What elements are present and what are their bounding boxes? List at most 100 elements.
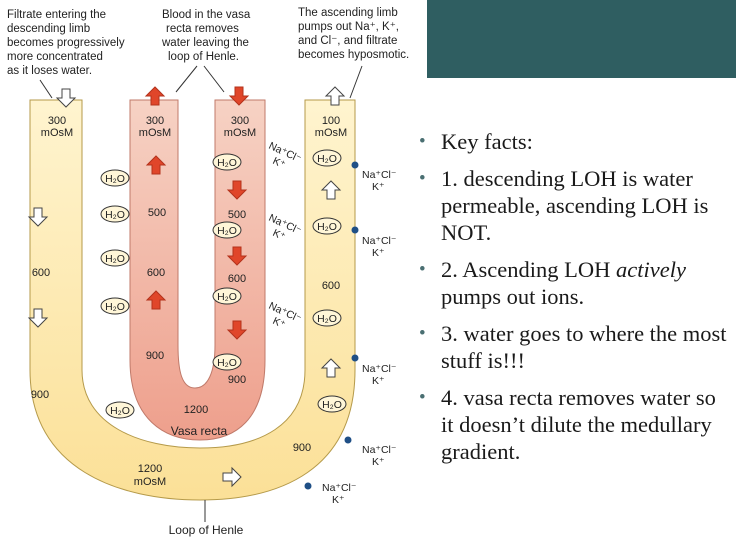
h2o-label: H₂O: [317, 221, 337, 233]
flow-arrow-icon: [145, 290, 167, 310]
ion-pump-label: Na⁺Cl⁻K⁺: [362, 169, 397, 193]
key-fact-item: • 1. descending LOH is water permeable, a…: [417, 165, 732, 246]
h2o-bubble: H₂O: [212, 153, 242, 171]
h2o-bubble: H₂O: [312, 217, 342, 235]
ion-label-k: K⁺: [332, 494, 345, 506]
ion-label-nacl: Na⁺Cl⁻: [362, 363, 397, 375]
accent-corner-block: [427, 0, 736, 78]
osm-top-vasa-in-value: 300: [146, 115, 164, 127]
caption-ascending-line: The ascending limb: [298, 7, 398, 19]
caption-vasa-line: loop of Henle.: [168, 51, 239, 63]
flow-arrows: [27, 86, 346, 488]
ion-label-k: K⁺: [372, 247, 385, 259]
h2o-bubble: H₂O: [212, 221, 242, 239]
caption-ascending-line: becomes hyposmotic.: [298, 49, 409, 61]
ion-pump-dot: [304, 482, 312, 490]
key-fact-text: 1. descending LOH is water permeable, as…: [441, 166, 709, 245]
h2o-label: H₂O: [317, 153, 337, 165]
h2o-label: H₂O: [217, 157, 237, 169]
flow-arrow-icon: [27, 308, 49, 328]
key-fact-item: • 3. water goes to where the most stuff i…: [417, 320, 732, 374]
osm-bottom-value: 1200: [138, 463, 162, 475]
h2o-label: H₂O: [105, 173, 125, 185]
svg-text:Filtrate entering the desc: Filtrate entering the descending limb be…: [7, 9, 128, 77]
bullet-icon: •: [419, 168, 426, 189]
flow-arrow-icon: [320, 358, 342, 378]
ion-pump-dot: [351, 226, 359, 234]
ion-pump-label: Na⁺Cl⁻K⁺: [362, 363, 397, 387]
ion-pump-label: Na⁺Cl⁻K⁺: [267, 140, 304, 171]
osm-vasa-1200: 1200: [184, 404, 208, 416]
key-fact-item: •2. Ascending LOH actively pumps out ion…: [417, 256, 732, 310]
ion-label-nacl: Na⁺Cl⁻: [362, 444, 397, 456]
h2o-bubble: H₂O: [212, 353, 242, 371]
h2o-bubble: H₂O: [100, 205, 130, 223]
osm-top-vasa-out-value: 300: [231, 115, 249, 127]
key-fact-text: 2. Ascending LOH: [441, 257, 616, 282]
loop-of-henle-label: Loop of Henle: [169, 523, 244, 537]
ion-pump-dot: [344, 436, 352, 444]
ion-pump-label: Na⁺Cl⁻K⁺: [267, 300, 304, 331]
h2o-label: H₂O: [105, 301, 125, 313]
osm-vasa-500-right: 500: [228, 209, 246, 221]
flow-arrow-icon: [55, 88, 77, 108]
osm-vasa-900-right: 900: [228, 374, 246, 386]
ion-label-k: K⁺: [372, 375, 385, 387]
ion-label-nacl: Na⁺Cl⁻: [362, 169, 397, 181]
osm-descending-900: 900: [31, 389, 49, 401]
ion-label-k: K⁺: [372, 456, 385, 468]
caption-vasa-line: Blood in the vasa: [162, 9, 251, 21]
osm-descending-600: 600: [32, 267, 50, 279]
ion-label-k: K⁺: [372, 181, 385, 193]
ion-pump-label: Na⁺Cl⁻K⁺: [362, 235, 397, 259]
h2o-bubble: H₂O: [212, 287, 242, 305]
flow-arrow-icon: [226, 180, 248, 200]
h2o-bubble: H₂O: [100, 169, 130, 187]
osm-vasa-600-right: 600: [228, 273, 246, 285]
flow-arrow-icon: [144, 86, 166, 106]
h2o-label: H₂O: [217, 291, 237, 303]
h2o-label: H₂O: [105, 209, 125, 221]
caption-vasa-line: recta removes: [166, 23, 239, 35]
osm-top-vasa-out-unit: mOsM: [224, 127, 256, 139]
loop-of-henle-tubule: [29, 99, 356, 501]
h2o-label: H₂O: [217, 225, 237, 237]
osm-vasa-600-left: 600: [147, 267, 165, 279]
h2o-label: H₂O: [105, 253, 125, 265]
bullet-icon: •: [419, 387, 426, 408]
caption-descending-line: becomes progressively: [7, 37, 125, 49]
key-fact-item: • Key facts:: [417, 128, 732, 155]
flow-arrow-icon: [222, 466, 242, 488]
ion-pump-label: Na⁺Cl⁻K⁺: [267, 212, 304, 243]
bullet-icon: •: [419, 323, 426, 344]
ion-pump-dot: [351, 354, 359, 362]
flow-arrow-icon: [324, 86, 346, 106]
loop-of-henle-diagram: Filtrate entering the descending limb be…: [7, 7, 409, 537]
caption-descending-line: as it loses water.: [7, 65, 92, 77]
osm-top-descending-value: 300: [48, 115, 66, 127]
bullet-icon: •: [419, 131, 426, 152]
key-fact-text: Key facts:: [441, 129, 533, 154]
ion-label-nacl: Na⁺Cl⁻: [322, 482, 357, 494]
h2o-bubble: H₂O: [105, 401, 135, 419]
osm-top-vasa-in-unit: mOsM: [139, 127, 171, 139]
h2o-bubble: H₂O: [100, 297, 130, 315]
caption-descending-line: Filtrate entering the: [7, 9, 106, 21]
h2o-bubble: H₂O: [312, 149, 342, 167]
osm-vasa-900-left: 900: [146, 350, 164, 362]
osm-ascending-900: 900: [293, 442, 311, 454]
h2o-bubble: H₂O: [100, 249, 130, 267]
ion-pump-label: Na⁺Cl⁻K⁺: [362, 444, 397, 468]
flow-arrow-icon: [320, 180, 342, 200]
h2o-label: H₂O: [110, 405, 130, 417]
key-fact-item: •4. vasa recta removes water so it doesn…: [417, 384, 732, 465]
vasa-recta-label: Vasa recta: [171, 424, 228, 438]
caption-descending-line: more concentrated: [7, 51, 103, 63]
ion-pump-label: Na⁺Cl⁻K⁺: [322, 482, 357, 506]
ion-label-nacl: Na⁺Cl⁻: [362, 235, 397, 247]
key-fact-text: 3. water goes to where the most stuff is…: [441, 321, 727, 373]
